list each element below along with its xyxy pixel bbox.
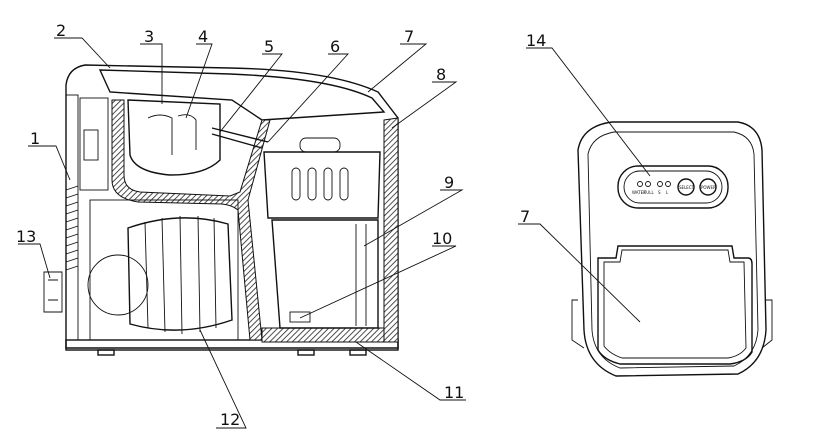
control-connector [83,129,99,161]
evaporator-tray [127,99,221,176]
front-housing-inner [587,131,759,369]
callout-9: 9 [444,173,454,192]
fan-housing [87,254,149,316]
front-panel [65,94,79,341]
power-button[interactable] [699,178,717,196]
basket-handle [299,137,341,153]
callout-4: 4 [198,27,208,46]
callout-1: 1 [30,129,40,148]
right-insulated-wall [383,117,399,343]
basket-slots [291,167,349,201]
led-2 [645,181,651,187]
lid-outline [98,69,386,121]
power-button-label: POWER [701,185,716,190]
callout-10: 10 [432,229,452,248]
callout-2: 2 [56,21,66,40]
front-side-edge [571,299,585,349]
front-housing [577,121,767,377]
callout-6: 6 [330,37,340,56]
led-3 [657,181,663,187]
callout-7-front: 7 [520,207,530,226]
bottom-insulation [261,327,385,343]
ice-basket [263,151,381,219]
side-cutaway-view [43,64,399,356]
water-reservoir [271,219,379,329]
callout-13: 13 [16,227,36,246]
foot-left [97,349,115,356]
led-label-l: L [666,190,669,195]
callout-3: 3 [144,27,154,46]
compressor-bay [89,199,239,341]
front-panel-ribs [65,185,79,271]
led-4 [665,181,671,187]
housing-outline [65,64,399,349]
led-label-water: WATER [632,190,646,195]
callout-8: 8 [436,65,446,84]
front-window-inner [603,249,747,359]
rear-plug [43,271,63,313]
control-panel [617,165,729,209]
select-button[interactable] [677,178,695,196]
led-label-s: S [658,190,661,195]
callout-12: 12 [220,410,240,429]
evaporator-fingers [147,114,197,155]
select-button-label: SELECT [679,185,695,190]
control-board [79,97,109,191]
compressor-ribs [144,215,217,335]
front-view: WATER FULL S L SELECT POWER [571,121,773,377]
led-1 [637,181,643,187]
front-side-edge-right [761,299,773,349]
callout-7: 7 [404,27,414,46]
foot-right [349,349,367,356]
callout-5: 5 [264,37,274,56]
front-window [597,245,753,365]
led-label-full: FULL [644,190,654,195]
callout-14: 14 [526,31,546,50]
control-panel-inner [623,170,723,204]
callout-numbers: 2 3 4 5 6 7 8 9 10 11 12 1 13 14 7 [16,21,546,429]
drain-plug [289,311,311,323]
foot-mid [297,349,315,356]
leader-lines [18,37,651,429]
callout-11: 11 [444,383,464,402]
